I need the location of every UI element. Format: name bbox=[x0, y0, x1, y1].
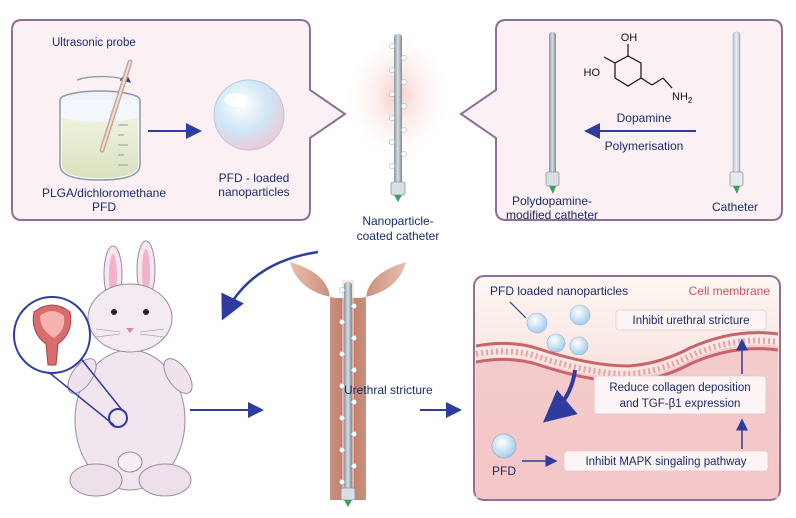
panel-coating bbox=[459, 19, 783, 221]
dopamine-nh: NH2 bbox=[672, 91, 693, 105]
rabbit-icon bbox=[67, 240, 193, 497]
modified-catheter-line2: modified catheter bbox=[506, 208, 598, 222]
catheter-label: Catheter bbox=[712, 200, 758, 214]
urethra-icon bbox=[290, 262, 406, 507]
urethra-nanoparticles bbox=[339, 287, 357, 485]
beaker-label-line2: PFD bbox=[92, 200, 116, 214]
catheter-icon bbox=[729, 31, 744, 194]
nanoparticle-dot bbox=[401, 151, 407, 157]
beaker-label-line1: PLGA/dichloromethane bbox=[42, 186, 166, 200]
inhibit-stricture-box bbox=[615, 309, 767, 331]
mapk-box bbox=[563, 450, 769, 472]
nanoparticle-dot bbox=[351, 367, 357, 373]
nanoparticle-dot bbox=[389, 115, 395, 121]
nanoparticle-dot bbox=[389, 139, 395, 145]
urethral-stricture-label: Urethral stricture bbox=[344, 383, 433, 397]
beaker-icon bbox=[59, 72, 141, 181]
nanoparticle-dot bbox=[389, 67, 395, 73]
dopamine-label: Dopamine bbox=[617, 111, 672, 125]
polymerisation-label: Polymerisation bbox=[605, 139, 684, 153]
nanoparticle-dot bbox=[339, 415, 345, 421]
nanoparticle-dot bbox=[351, 335, 357, 341]
polydopamine-catheter-icon bbox=[545, 32, 560, 194]
nanoparticle-icon bbox=[213, 79, 285, 151]
cell-membrane-label: Cell membrane bbox=[689, 284, 771, 298]
dopamine-structure-icon bbox=[603, 44, 673, 89]
coated-catheter-nanoparticles bbox=[389, 43, 407, 169]
collagen-line1: Reduce collagen deposition bbox=[609, 382, 750, 394]
coated-catheter-icon bbox=[390, 34, 406, 202]
pfd-particle-icon bbox=[491, 433, 517, 459]
nanoparticle-dot bbox=[339, 383, 345, 389]
nanoparticle-dot bbox=[339, 447, 345, 453]
nanoparticle-dot bbox=[389, 163, 395, 169]
np-pointer-line bbox=[509, 301, 527, 319]
nanoparticle-dot bbox=[389, 91, 395, 97]
bladder-magnifier-icon bbox=[13, 296, 128, 428]
nanoparticle-label-line1: PFD - loaded bbox=[219, 171, 290, 185]
nanoparticle-dot bbox=[339, 287, 345, 293]
nanoparticle-dot bbox=[401, 127, 407, 133]
nanoparticle-dot bbox=[351, 399, 357, 405]
nanoparticle-dot bbox=[351, 303, 357, 309]
nanoparticle-dot bbox=[401, 103, 407, 109]
inhibit-stricture-text: Inhibit urethral stricture bbox=[633, 315, 750, 327]
mapk-text: Inhibit MAPK singaling pathway bbox=[585, 456, 746, 468]
coated-catheter-line1: Nanoparticle- bbox=[362, 214, 433, 228]
nanoparticle-dot bbox=[401, 79, 407, 85]
nanoparticle-dot bbox=[351, 463, 357, 469]
coated-catheter-line2: coated catheter bbox=[357, 229, 440, 243]
collagen-line2: and TGF-β1 expression bbox=[620, 398, 741, 410]
dopamine-oh-top: OH bbox=[621, 32, 638, 44]
nanoparticle-dot bbox=[339, 479, 345, 485]
nanoparticle-dot bbox=[351, 431, 357, 437]
arrow-np-entry bbox=[542, 369, 578, 423]
nanoparticle-label-line2: nanoparticles bbox=[218, 185, 289, 199]
dopamine-ho-left: HO bbox=[584, 67, 601, 79]
pfd-label: PFD bbox=[492, 464, 516, 478]
pfd-np-label: PFD loaded nanoparticles bbox=[490, 284, 628, 298]
modified-catheter-line1: Polydopamine- bbox=[512, 194, 592, 208]
arrow-catheter-to-rabbit bbox=[221, 250, 319, 321]
ultrasonic-probe-icon bbox=[99, 59, 133, 153]
cell-nanoparticles bbox=[526, 304, 591, 356]
nanoparticle-dot bbox=[339, 351, 345, 357]
ultrasonic-probe-label: Ultrasonic probe bbox=[52, 37, 136, 49]
nanoparticle-dot bbox=[339, 319, 345, 325]
collagen-box bbox=[593, 375, 767, 415]
nanoparticle-dot bbox=[401, 55, 407, 61]
panel-coating-frame bbox=[459, 19, 783, 221]
nanoparticle-dot bbox=[389, 43, 395, 49]
